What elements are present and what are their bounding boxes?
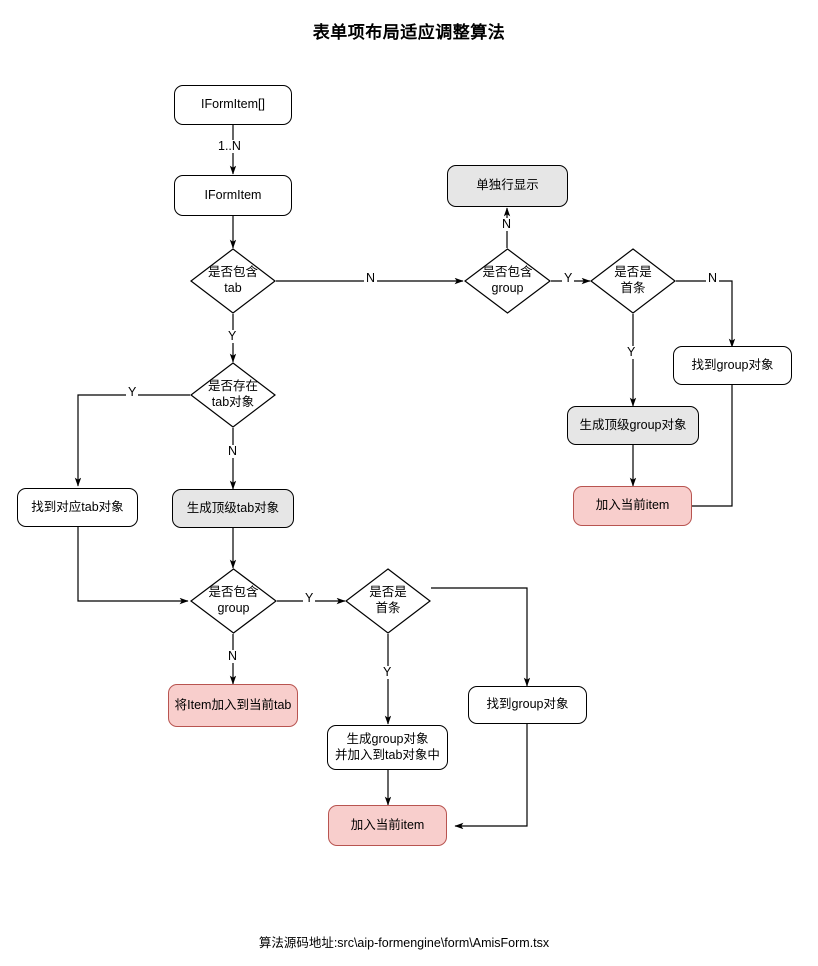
edge-label-tab-exists-yes: Y xyxy=(126,385,139,399)
edge-label-one-to-n: 1..N xyxy=(216,139,243,153)
node-iformitem-array[interactable]: IFormItem[] xyxy=(174,85,292,125)
decision-tab-object-exists[interactable]: 是否存在 tab对象 xyxy=(190,362,276,428)
edge-label-has-group-top-yes: Y xyxy=(562,271,575,285)
edge-label-has-tab-yes: Y xyxy=(226,329,239,343)
edge-label-has-group-bottom-no: N xyxy=(226,649,240,663)
edge-label-is-first-top-no: N xyxy=(706,271,720,285)
diamond-shape xyxy=(190,568,277,634)
node-find-matching-tab-object[interactable]: 找到对应tab对象 xyxy=(17,488,138,527)
diamond-shape xyxy=(190,362,276,428)
edge-label-has-group-top-no: N xyxy=(500,217,514,231)
decision-contains-group-top[interactable]: 是否包含 group xyxy=(464,248,551,314)
node-create-top-tab-object[interactable]: 生成顶级tab对象 xyxy=(172,489,294,528)
diamond-shape xyxy=(345,568,431,634)
page-title: 表单项布局适应调整算法 xyxy=(312,23,506,42)
edge-label-has-group-bottom-yes: Y xyxy=(303,591,316,605)
decision-is-first-top[interactable]: 是否是 首条 xyxy=(590,248,676,314)
node-find-group-object-top[interactable]: 找到group对象 xyxy=(673,346,792,385)
node-create-group-and-add-to-tab[interactable]: 生成group对象 并加入到tab对象中 xyxy=(327,725,448,770)
source-path-note: 算法源码地址:src\aip-formengine\form\AmisForm.… xyxy=(258,936,550,950)
decision-contains-group-bottom[interactable]: 是否包含 group xyxy=(190,568,277,634)
diamond-shape xyxy=(590,248,676,314)
decision-contains-tab-label: 是否包含 tab xyxy=(207,265,258,295)
node-iformitem[interactable]: IFormItem xyxy=(174,175,292,216)
edge-label-is-first-top-yes: Y xyxy=(625,345,638,359)
node-single-row-display[interactable]: 单独行显示 xyxy=(447,165,568,207)
decision-is-first-top-label: 是否是 首条 xyxy=(614,265,652,295)
decision-tab-object-exists-label: 是否存在 tab对象 xyxy=(207,379,258,409)
node-find-group-object-bottom[interactable]: 找到group对象 xyxy=(468,686,587,724)
edge-label-is-first-bottom-yes: Y xyxy=(381,665,394,679)
decision-contains-group-bottom-label: 是否包含 group xyxy=(208,585,259,615)
edge-label-has-tab-no: N xyxy=(364,271,378,285)
diamond-shape xyxy=(464,248,551,314)
decision-contains-tab[interactable]: 是否包含 tab xyxy=(190,248,276,314)
decision-is-first-bottom-label: 是否是 首条 xyxy=(369,585,407,615)
node-add-current-item-bottom[interactable]: 加入当前item xyxy=(328,805,447,846)
decision-contains-group-top-label: 是否包含 group xyxy=(482,265,533,295)
diamond-shape xyxy=(190,248,276,314)
decision-is-first-bottom[interactable]: 是否是 首条 xyxy=(345,568,431,634)
node-add-current-item-top[interactable]: 加入当前item xyxy=(573,486,692,526)
edge-label-tab-exists-no: N xyxy=(226,444,240,458)
node-add-item-to-current-tab[interactable]: 将Item加入到当前tab xyxy=(168,684,298,727)
node-create-top-group-object[interactable]: 生成顶级group对象 xyxy=(567,406,699,445)
